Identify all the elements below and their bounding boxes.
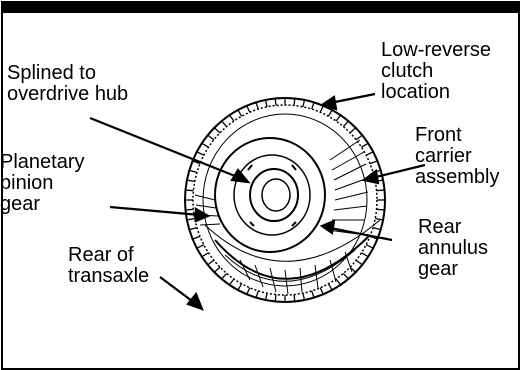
overdrive-hub — [215, 138, 325, 252]
gear-tooth — [377, 190, 386, 191]
label-front-carrier-assembly: Front carrier assembly — [415, 125, 499, 188]
label-splined-to-overdrive-hub: Splined to overdrive hub — [7, 63, 128, 105]
label-planetary-pinion-gear: Planetary pinion gear — [0, 152, 85, 215]
label-low-reverse-clutch-location: Low-reverse clutch location — [381, 40, 491, 103]
gear-tooth — [184, 209, 193, 210]
gear-tooth — [275, 295, 276, 303]
label-rear-of-transaxle: Rear of transaxle — [68, 245, 149, 287]
gear-tooth — [275, 97, 276, 105]
label-rear-annulus-gear: Rear annulus gear — [418, 217, 488, 280]
gear-tooth — [184, 190, 193, 191]
gear-tooth — [294, 295, 295, 303]
gear-tooth — [294, 97, 295, 105]
gear-tooth — [377, 209, 386, 210]
